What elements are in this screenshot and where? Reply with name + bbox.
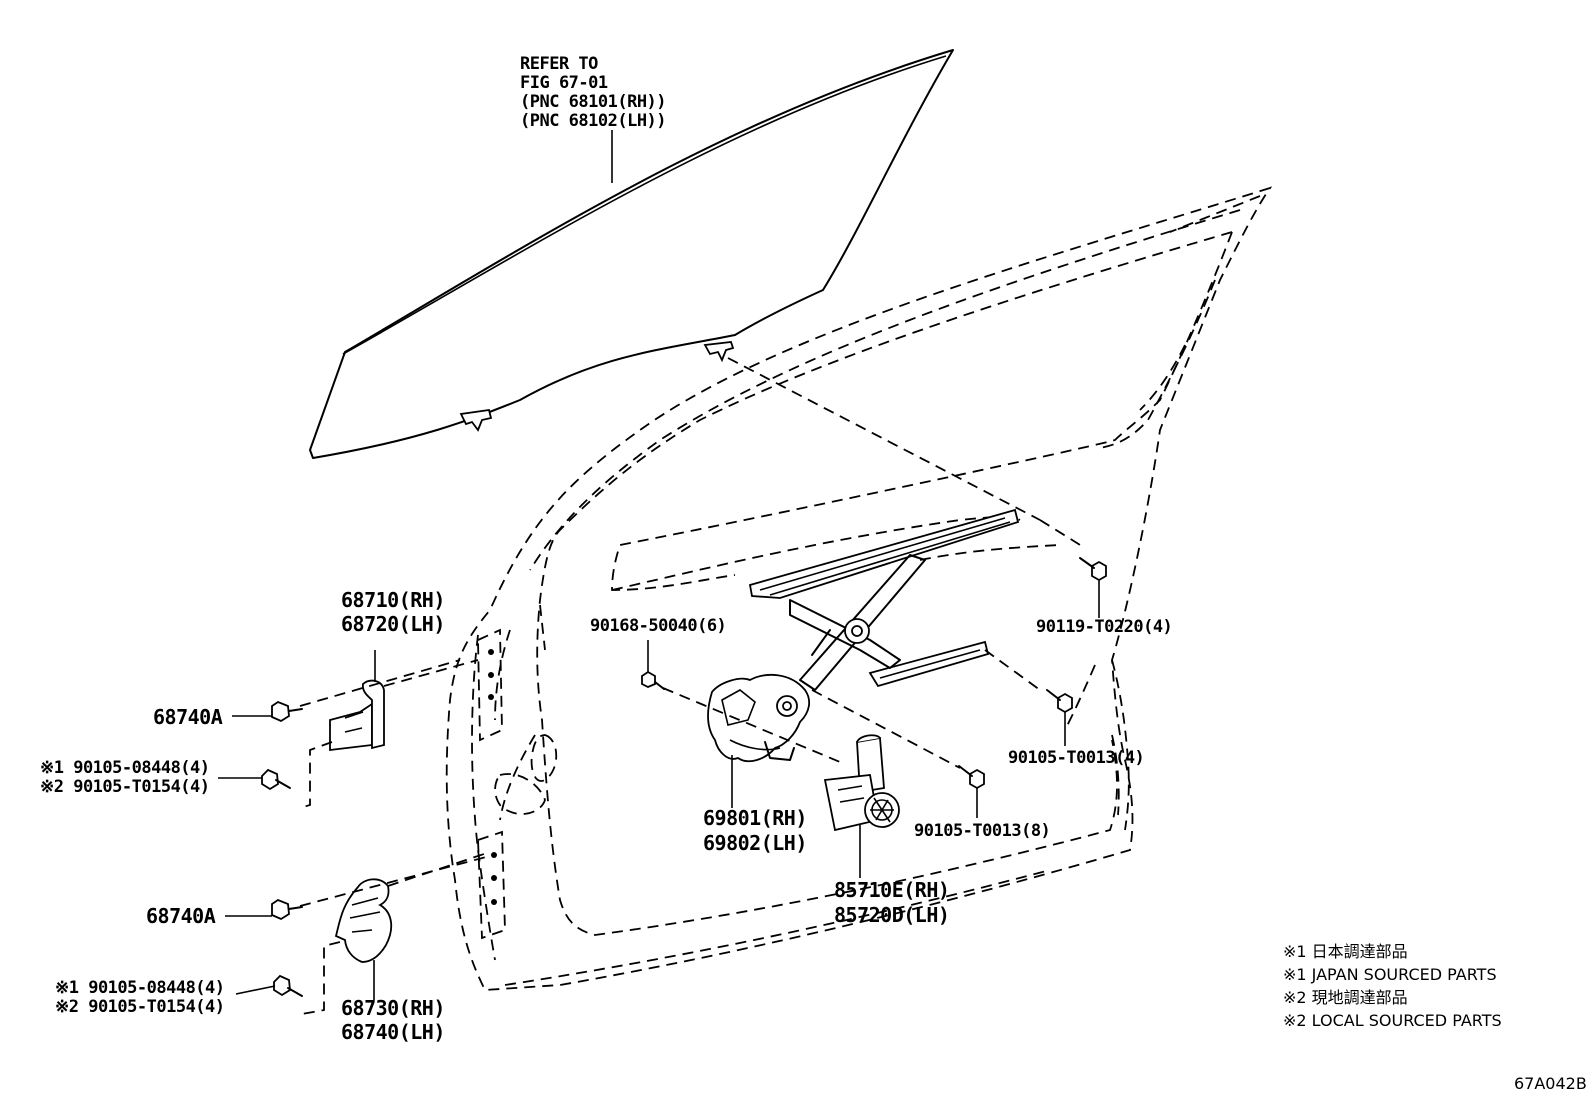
note-line-2: ※1 JAPAN SOURCED PARTS xyxy=(1283,965,1497,984)
installation-lines xyxy=(299,357,1086,1015)
refer-line-3: (PNC 68101(RH)) xyxy=(520,92,667,112)
figure-id: 67A042B xyxy=(1514,1074,1587,1093)
fastener-90119 xyxy=(1079,557,1107,582)
fastener-t0013-4 xyxy=(1046,689,1073,714)
fastener-90168 xyxy=(641,670,665,690)
fastener-90105-lower xyxy=(273,974,303,997)
refer-line-4: (PNC 68102(LH)) xyxy=(520,111,667,131)
fastener-t0013-8 xyxy=(958,765,985,790)
refer-line-2: FIG 67-01 xyxy=(520,73,608,93)
part-label-90105-t0154-upper: ※2 90105-T0154(4) xyxy=(40,777,210,797)
regulator-drive-unit xyxy=(707,674,811,762)
part-label-90105-08448-lower: ※1 90105-08448(4) xyxy=(55,978,225,998)
part-label-68740: 68740(LH) xyxy=(341,1020,445,1044)
part-label-68740a-upper: 68740A xyxy=(153,705,223,729)
note-line-4: ※2 LOCAL SOURCED PARTS xyxy=(1283,1011,1502,1030)
part-label-69802: 69802(LH) xyxy=(703,831,807,855)
part-label-68710: 68710(RH) xyxy=(341,588,445,612)
part-label-90119: 90119-T0220(4) xyxy=(1036,617,1173,637)
note-line-3: ※2 現地調達部品 xyxy=(1283,988,1408,1007)
refer-line-1: REFER TO xyxy=(520,54,598,74)
door-glass xyxy=(309,49,954,459)
leader-lines xyxy=(218,580,1100,1000)
lower-hinge xyxy=(334,878,393,963)
window-regulator xyxy=(748,508,1020,691)
part-label-68720: 68720(LH) xyxy=(341,612,445,636)
fastener-68740a-upper xyxy=(271,700,303,723)
part-label-85720d: 85720D(LH) xyxy=(834,903,950,927)
note-line-1: ※1 日本調達部品 xyxy=(1283,942,1408,961)
part-label-90105-t0013-4: 90105-T0013(4) xyxy=(1008,748,1145,768)
fastener-90105-upper xyxy=(261,768,291,791)
door-panel xyxy=(445,186,1273,991)
part-label-69801: 69801(RH) xyxy=(703,806,807,830)
power-window-motor xyxy=(823,734,900,832)
part-label-68740a-lower: 68740A xyxy=(146,904,216,928)
part-label-90105-08448-upper: ※1 90105-08448(4) xyxy=(40,758,210,778)
part-label-85710e: 85710E(RH) xyxy=(834,878,950,902)
upper-hinge xyxy=(329,679,385,752)
part-label-68730: 68730(RH) xyxy=(341,996,445,1020)
part-label-90168: 90168-50040(6) xyxy=(590,616,727,636)
part-label-90105-t0154-lower: ※2 90105-T0154(4) xyxy=(55,997,225,1017)
fastener-68740a-lower xyxy=(271,898,303,921)
part-label-90105-t0013-8: 90105-T0013(8) xyxy=(914,821,1051,841)
